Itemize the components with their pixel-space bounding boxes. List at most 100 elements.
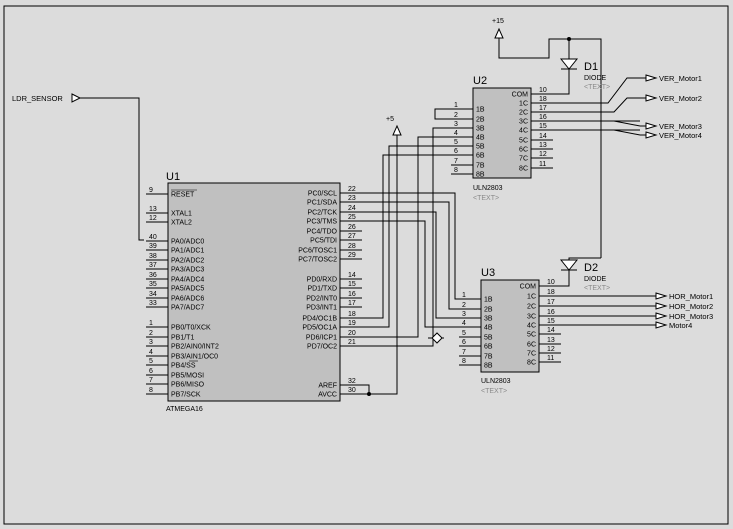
ver3-label: VER_Motor3	[659, 122, 702, 131]
u1-pin-name: AREF	[318, 383, 337, 390]
u2-pin-name: 8B	[476, 172, 485, 179]
hor1-output-icon	[655, 292, 668, 300]
u1-pin-name: PC3/TMS	[307, 219, 338, 226]
wire-u2-1	[434, 108, 451, 120]
u3-pin-number: 10	[547, 279, 555, 286]
d2-anode-wire	[568, 257, 601, 260]
u2-pin-number: 10	[539, 87, 547, 94]
u3-pin-number: 1	[462, 292, 466, 299]
ldr-wire	[80, 97, 144, 241]
aref-avcc-wire	[362, 384, 370, 394]
d1-com-wire	[531, 69, 570, 95]
u1-pin-name: XTAL2	[171, 220, 192, 227]
u1-right-pins: 22PC0/SCL23PC1/SDA24PC2/TCK25PC3/TMS26PC…	[298, 186, 362, 399]
u1-pin-number: 13	[149, 206, 157, 213]
ver2-output-icon	[645, 94, 658, 102]
u3-pin-name: 7C	[527, 351, 536, 358]
u2-pin-number: 15	[539, 123, 547, 130]
u2-pin-number: 16	[539, 114, 547, 121]
u3-pin-number: 16	[547, 309, 555, 316]
d2-text: <TEXT>	[584, 285, 610, 292]
u3-pin-number: 7	[462, 349, 466, 356]
u1-pin-number: 8	[149, 387, 153, 394]
u1-pin-name: PD4/OC1B	[302, 316, 337, 323]
ver4-label: VER_Motor4	[659, 131, 702, 140]
u1-pin-number: 18	[348, 311, 356, 318]
u1-pin-name: PD3/INT1	[306, 305, 337, 312]
u1-pin-name: RESET	[171, 192, 195, 199]
u3-pin-name: 2B	[484, 307, 493, 314]
u1-pin-number: 7	[149, 377, 153, 384]
u3-pin-number: 8	[462, 358, 466, 365]
v5-power-icon	[392, 124, 402, 136]
hor1-label: HOR_Motor1	[669, 292, 713, 301]
u3-pin-number: 13	[547, 337, 555, 344]
ver1-output-icon	[645, 74, 658, 82]
u3-pin-name: COM	[520, 284, 537, 291]
v15-power-icon	[494, 27, 504, 39]
u3-pin-name: 1C	[527, 294, 536, 301]
u2-pin-name: 1B	[476, 107, 485, 114]
hor2-label: HOR_Motor2	[669, 302, 713, 311]
u1-pin-number: 12	[149, 215, 157, 222]
u3-pin-name: 2C	[527, 304, 536, 311]
u3-chip-body	[480, 279, 540, 373]
u2-pin-name: 3C	[519, 119, 528, 126]
hor3-output-icon	[655, 312, 668, 320]
u1-pin-number: 27	[348, 233, 356, 240]
u1-pin-name: PC7/TOSC2	[298, 257, 337, 264]
v5-wire	[362, 135, 398, 395]
sheet-border	[3, 5, 729, 525]
u3-pin-number: 5	[462, 330, 466, 337]
junction-dot	[367, 392, 371, 396]
u3-pin-number: 3	[462, 311, 466, 318]
v15-wire	[498, 38, 602, 258]
u1-pin-number: 35	[149, 281, 157, 288]
u1-pin-name: PD5/OC1A	[302, 325, 337, 332]
u1-pin-name: PC2/TCK	[307, 210, 337, 217]
u1-pin-number: 23	[348, 195, 356, 202]
wire-pc0-u3-1	[362, 192, 459, 300]
d1-text: <TEXT>	[584, 84, 610, 91]
u3-pin-number: 18	[547, 289, 555, 296]
u1-pin-name: PB2/AIN0/INT2	[171, 344, 219, 351]
u1-pin-name: PB7/SCK	[171, 392, 201, 399]
d2-diode-icon	[559, 259, 579, 271]
wire-pd5-u2-4	[362, 145, 451, 328]
u3-ref: U3	[481, 267, 495, 279]
wire-pd6-u2-3	[362, 136, 451, 338]
d2-ref: D2	[584, 262, 598, 274]
probe-icon	[431, 332, 443, 344]
u3-pin-number: 11	[547, 355, 554, 362]
u3-pin-name: 8B	[484, 363, 493, 370]
u1-pin-name: PD1/TXD	[307, 286, 337, 293]
u1-ref: U1	[166, 171, 180, 183]
u1-chip-body	[167, 182, 341, 402]
ver1-label: VER_Motor1	[659, 74, 702, 83]
u2-pin-name: 4C	[519, 128, 528, 135]
u2-pin-name: 2C	[519, 110, 528, 117]
u1-pin-name: PB0/T0/XCK	[171, 325, 211, 332]
u3-pin-number: 17	[547, 299, 555, 306]
u1-pin-number: 17	[348, 300, 356, 307]
u1-pin-number: 19	[348, 320, 356, 327]
u2-pin-number: 3	[454, 121, 458, 128]
u1-pin-number: 4	[149, 349, 153, 356]
u1-pin-name: PA0/ADC0	[171, 239, 204, 246]
motor4-label: Motor4	[669, 321, 692, 330]
u1-pin-name: PC1/SDA	[307, 200, 337, 207]
u2-pin-name: 2B	[476, 117, 485, 124]
wire-ver3-branch	[613, 120, 641, 127]
u1-pin-name: PD2/INT0	[306, 296, 337, 303]
u2-chip-body	[472, 87, 532, 179]
u1-pin-number: 14	[348, 272, 356, 279]
u1-pin-number: 1	[149, 320, 153, 327]
ver3-output-icon	[645, 122, 658, 130]
u3-part: ULN2803	[481, 378, 511, 385]
u1-pin-name: PA2/ADC2	[171, 258, 204, 265]
wire-ver1	[553, 77, 640, 104]
u1-pin-name: PB6/MISO	[171, 382, 205, 389]
